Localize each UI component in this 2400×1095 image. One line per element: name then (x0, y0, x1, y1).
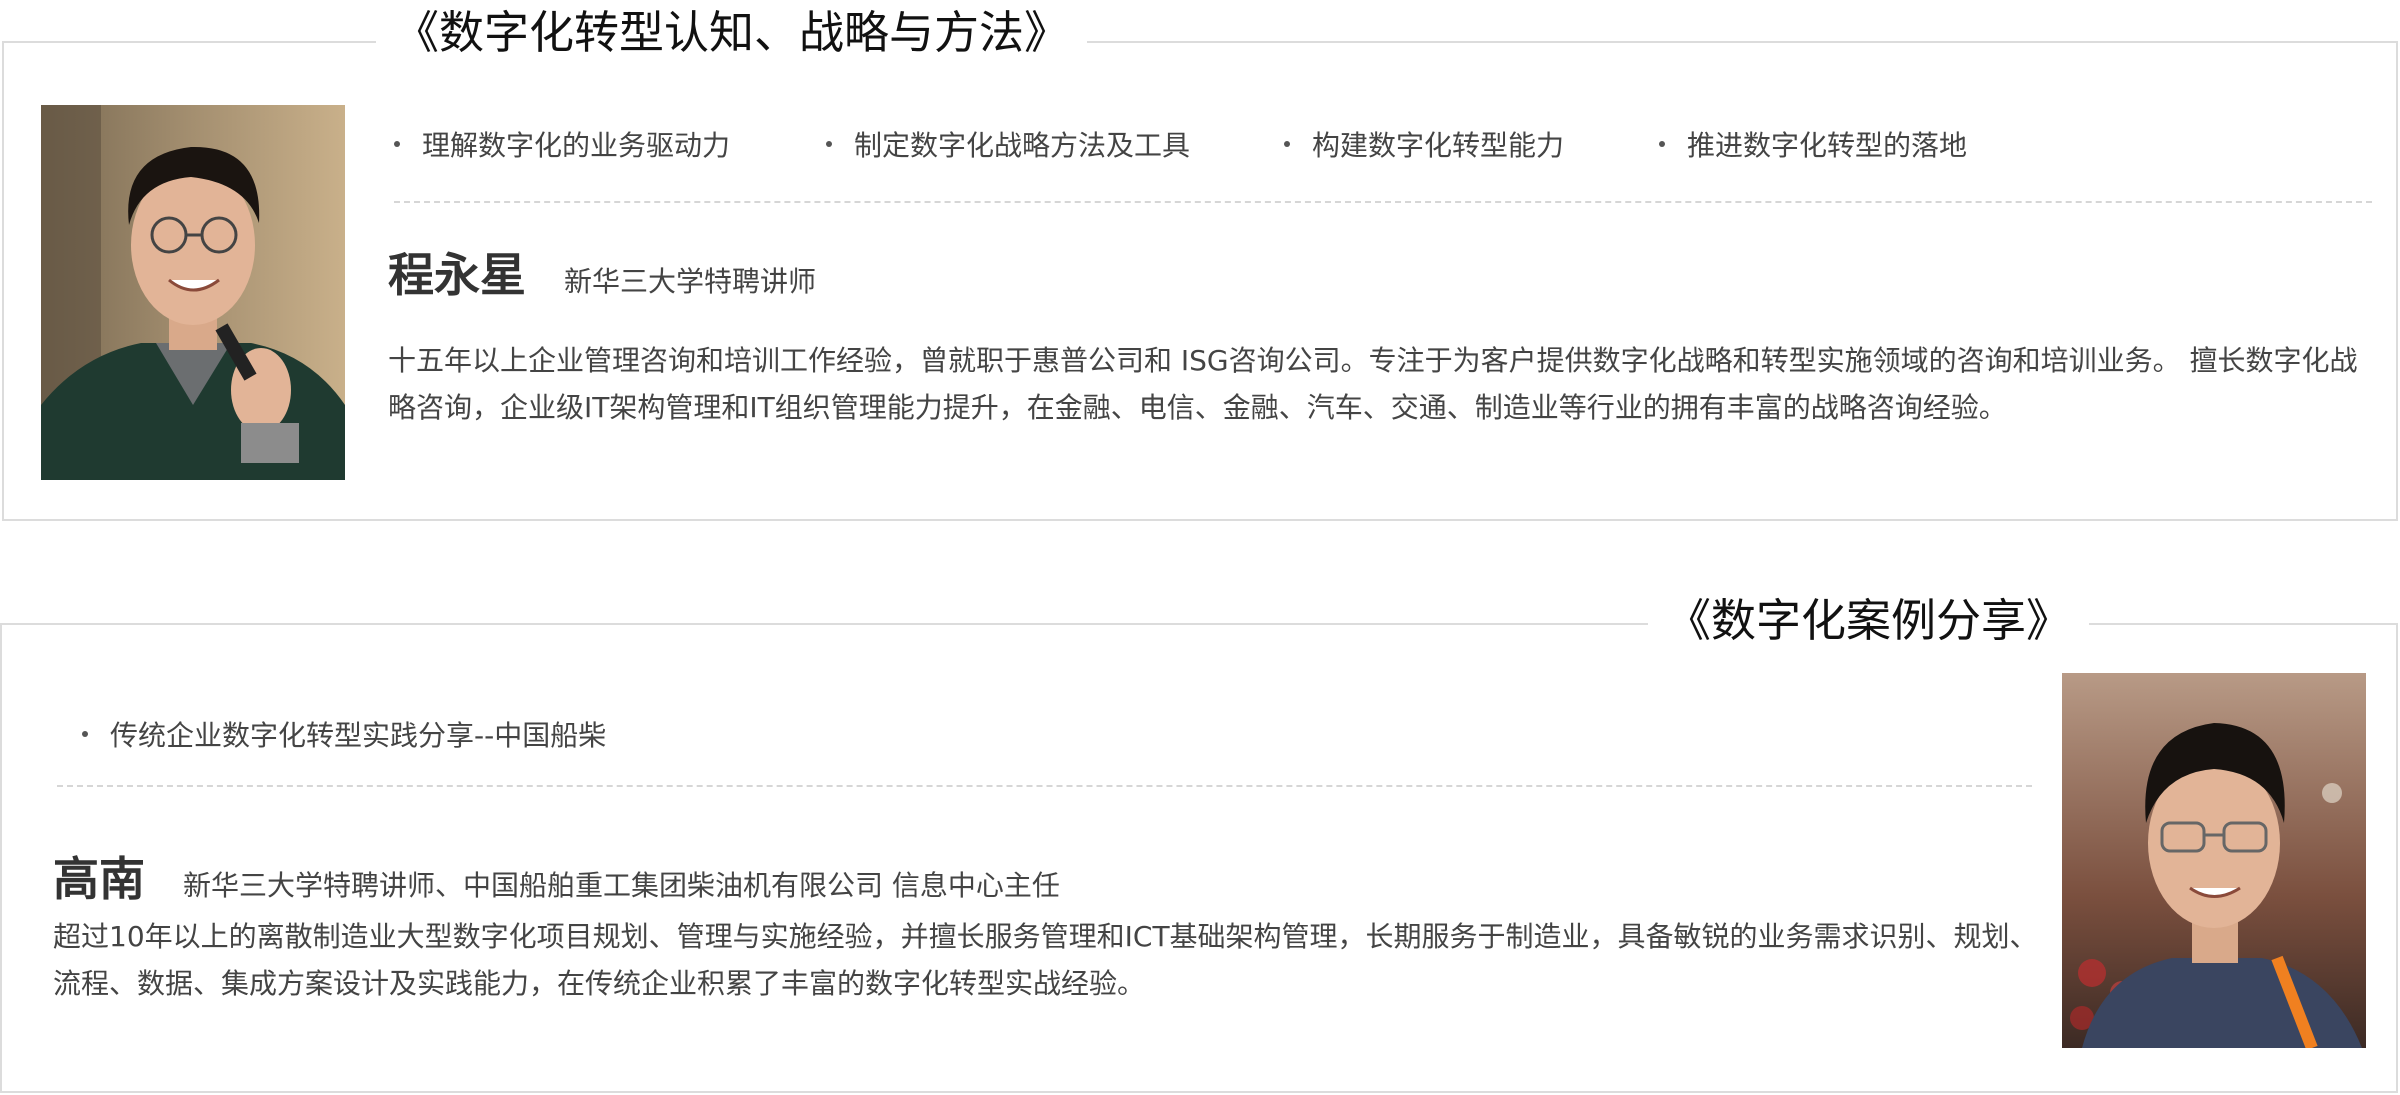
bullet-icon (1284, 141, 1290, 147)
speaker-portrait-image (2062, 673, 2366, 1048)
topic-text: 制定数字化战略方法及工具 (854, 129, 1191, 162)
section-title: 《数字化案例分享》 (1648, 591, 2090, 651)
topic-item: 制定数字化战略方法及工具 (826, 124, 1284, 164)
course-topics: 传统企业数字化转型实践分享--中国船柴 (82, 709, 606, 759)
bullet-icon (1659, 141, 1665, 147)
topic-text: 传统企业数字化转型实践分享--中国船柴 (110, 719, 607, 752)
course-section-strategy: 《数字化转型认知、战略与方法》 (2, 3, 2398, 521)
speaker-portrait-image (41, 105, 345, 480)
topic-item: 传统企业数字化转型实践分享--中国船柴 (82, 714, 606, 754)
course-section-case-study: 《数字化案例分享》 传统企业数字化转型实践分享--中国船柴 高南 新华三大学特聘… (0, 591, 2398, 1093)
topic-item: 理解数字化的业务驱动力 (394, 124, 826, 164)
divider (394, 201, 2372, 203)
bullet-icon (394, 141, 400, 147)
topic-text: 推进数字化转型的落地 (1687, 129, 1968, 162)
section-title: 《数字化转型认知、战略与方法》 (376, 3, 1088, 63)
bullet-icon (826, 141, 832, 147)
speaker-name: 程永星 (388, 248, 526, 302)
speaker-photo (41, 105, 345, 480)
speaker-header: 程永星 新华三大学特聘讲师 (388, 239, 816, 305)
speaker-bio: 十五年以上企业管理咨询和培训工作经验，曾就职于惠普公司和 ISG咨询公司。专注于… (388, 344, 2358, 424)
topic-item: 构建数字化转型能力 (1284, 124, 1659, 164)
speaker-name: 高南 (53, 852, 145, 906)
course-topics: 理解数字化的业务驱动力 制定数字化战略方法及工具 构建数字化转型能力 推进数字化… (394, 119, 1967, 169)
speaker-bio: 超过10年以上的离散制造业大型数字化项目规划、管理与实施经验，并擅长服务管理和I… (53, 920, 2038, 1000)
speaker-role: 新华三大学特聘讲师、中国船舶重工集团柴油机有限公司 信息中心主任 (183, 869, 1060, 902)
speaker-header: 高南 新华三大学特聘讲师、中国船舶重工集团柴油机有限公司 信息中心主任 (53, 843, 1060, 909)
bullet-icon (82, 731, 88, 737)
topic-item: 推进数字化转型的落地 (1659, 124, 1967, 164)
topic-text: 构建数字化转型能力 (1312, 129, 1565, 162)
speaker-photo (2062, 673, 2366, 1048)
topic-text: 理解数字化的业务驱动力 (422, 129, 731, 162)
speaker-role: 新华三大学特聘讲师 (564, 265, 817, 298)
divider (57, 785, 2032, 787)
